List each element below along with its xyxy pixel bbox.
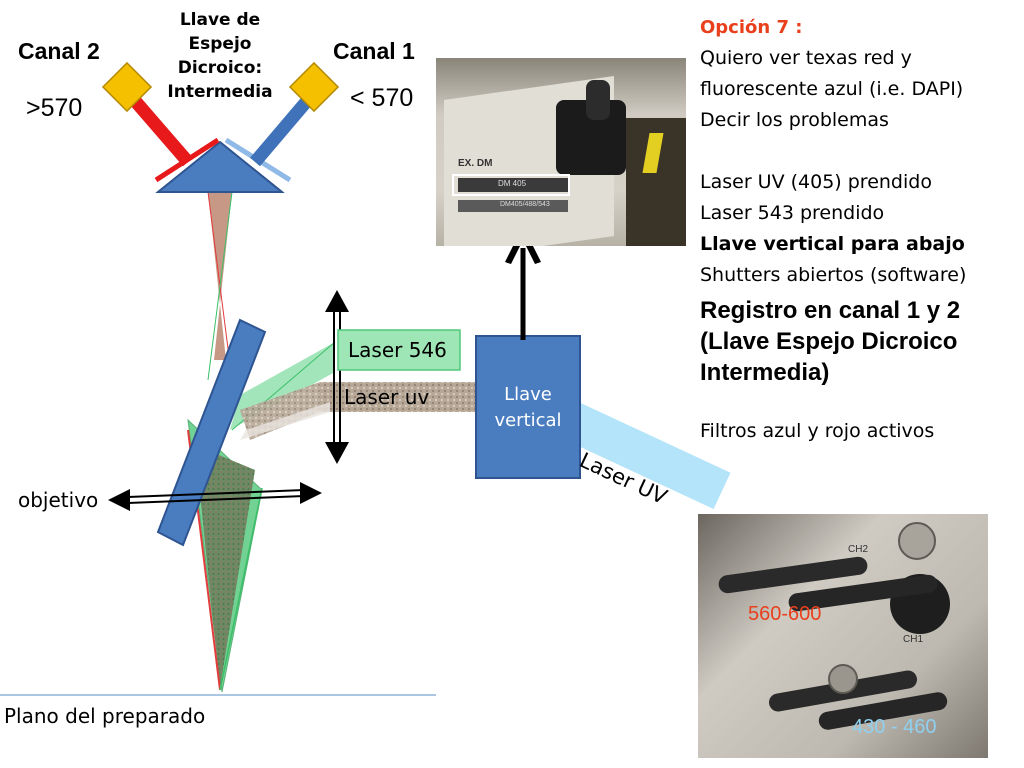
dichroic-key-line-2: Espejo [188,34,252,54]
ex-dm-text: EX. DM [458,158,493,169]
panel-line-6: Shutters abiertos (software) [700,264,967,286]
highlight-rectangle [452,174,570,196]
dichroic-key-line-3: Dicroico: [177,58,263,78]
switch-sublabel: DM405/488/543 [500,201,550,208]
llave-vertical-label: Llave vertical [476,382,580,434]
canal2-value: >570 [26,94,83,122]
focus-double-arrow [325,290,349,464]
plano-label: Plano del preparado [4,704,206,728]
bottom-photo: CH2 CH1 [698,514,988,758]
registro-block: Registro en canal 1 y 2 (Llave Espejo Di… [700,295,1020,388]
filter-range-blue: 430 - 460 [852,716,937,738]
dichroic-key-line-4: Intermedia [167,82,273,102]
panel-line-5: Laser 543 prendido [700,202,885,224]
canal2-arm [125,90,193,167]
laseruv-label: Laser uv [344,385,430,409]
laser546-label-box [337,329,461,371]
canal1-detector [288,61,340,113]
objective-double-arrow [108,482,322,511]
canal1-label: Canal 1 [333,38,415,64]
ch1-text: CH1 [903,634,924,645]
dichroic-key-title: Llave de Espejo Dicroico: Intermedia [160,8,280,104]
registro-line-2: (Llave Espejo Dicroico [700,328,958,355]
canal1-value: < 570 [350,84,414,112]
canal1-arm [250,90,317,167]
panel-line-1: Quiero ver texas red y [700,47,912,69]
canal2-label: Canal 2 [18,38,100,64]
intermediate-dichroic-prism [155,140,285,193]
llave-line-2: vertical [494,410,562,431]
switch-row [458,178,568,192]
registro-line-3: Intermedia) [700,359,830,386]
panel-bold-line: Llave vertical para abajo [700,233,965,255]
instructions-panel: Opción 7 : Quiero ver texas red y fluore… [700,12,1020,447]
laser546-label: Laser 546 [348,338,447,362]
dichroic-key-line-1: Llave de [179,10,261,30]
ch2-text: CH2 [848,544,869,555]
round-knob-icon [898,522,936,560]
top-photo: EX. DM DM 405 DM405/488/543 [436,58,686,246]
panel-line-3: Decir los problemas [700,109,889,131]
panel-spacer [700,136,1020,167]
upper-beam-cone [208,192,232,360]
dichroic-mirror [156,318,267,547]
panel-line-2: fluorescente azul (i.e. DAPI) [700,78,964,100]
laser-uv-beam-band [559,400,731,510]
registro-line-1: Registro en canal 1 y 2 [700,297,961,324]
objetivo-label: objetivo [18,488,99,512]
canal2-detector [101,61,153,113]
panel-footer: Filtros azul y rojo activos [700,420,935,442]
llave-vertical-box [475,335,581,479]
panel-line-4: Laser UV (405) prendido [700,171,932,193]
switch-label: DM 405 [498,179,527,188]
filter-range-red: 560-600 [748,603,822,625]
up-arrow [505,226,541,340]
laseruv-beam [320,382,476,412]
llave-line-1: Llave [504,384,552,405]
option-heading: Opción 7 : [700,17,803,38]
